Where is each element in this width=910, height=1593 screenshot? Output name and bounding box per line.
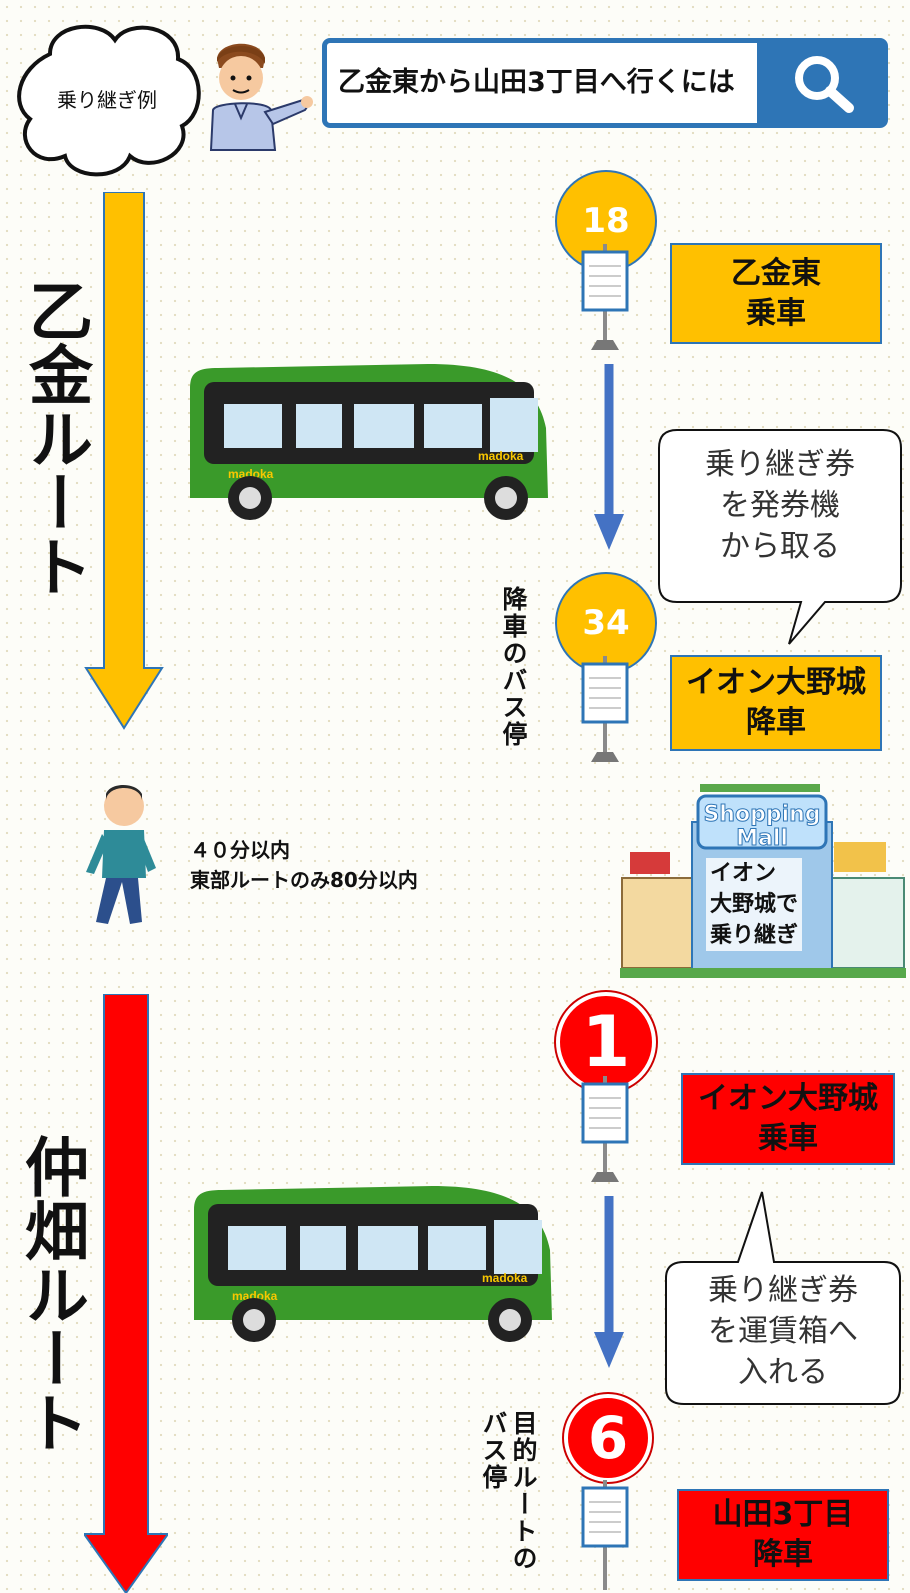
- bubble-text-insert-ticket: 乗り継ぎ券 を運賃箱へ 入れる: [708, 1273, 858, 1390]
- transfer-location-label: イオン 大野城で 乗り継ぎ: [706, 858, 803, 951]
- route2-arrow: [84, 994, 168, 1593]
- alight-stop-label: イオン大野城 降車: [670, 655, 882, 751]
- alight-stop-caption: 目的ルートのバス停: [479, 1410, 538, 1572]
- board-stop-label: 乙金東 乗車: [670, 243, 882, 344]
- stop-number-18: 18: [555, 170, 657, 272]
- bubble-text-take-ticket: 乗り継ぎ券 を発券機 から取る: [705, 447, 855, 564]
- route1-title: 乙金ルート: [18, 278, 92, 598]
- stop-number-6: 6: [564, 1394, 652, 1482]
- bus-stop-sign-icon: [581, 656, 629, 762]
- bus-image: madoka madoka: [194, 1186, 552, 1342]
- down-arrow: [594, 364, 624, 550]
- route1-arrow: [84, 192, 164, 730]
- bus-stop-sign-icon: [581, 1076, 629, 1182]
- mall-sign-line2: Mall: [736, 826, 789, 852]
- cloud-label: 乗り継ぎ例: [57, 88, 157, 112]
- speech-cloud: [17, 24, 201, 177]
- bus-stop-sign-icon: [581, 244, 629, 350]
- alight-stop-caption: 降車のバス停: [499, 586, 528, 748]
- east-route-note: 東部ルートのみ80分以内: [190, 868, 418, 892]
- mall-sign-line1: Shopping: [703, 802, 821, 828]
- route2-title: 仲畑ルート: [14, 1134, 88, 1454]
- down-arrow: [594, 1196, 624, 1368]
- svg-text:madoka: madoka: [232, 1289, 278, 1303]
- search-icon: [795, 56, 854, 113]
- svg-text:madoka: madoka: [482, 1271, 528, 1285]
- speech-bubble: [658, 429, 902, 645]
- bus-image: madoka madoka: [190, 364, 548, 520]
- bus-stop-sign-icon: [581, 1480, 629, 1590]
- transfer-time-limit: ４０分以内: [190, 838, 290, 862]
- speech-bubble: [665, 1191, 901, 1405]
- search-query: 乙金東から山田3丁目へ行くには: [338, 67, 735, 98]
- svg-text:madoka: madoka: [228, 467, 274, 481]
- search-button[interactable]: [757, 42, 885, 124]
- alight-stop-label: 山田3丁目 降車: [677, 1489, 889, 1581]
- svg-text:madoka: madoka: [478, 449, 524, 463]
- person-pointing-icon: [209, 43, 313, 151]
- board-stop-label: イオン大野城 乗車: [681, 1073, 895, 1165]
- walking-person-icon: [86, 785, 156, 924]
